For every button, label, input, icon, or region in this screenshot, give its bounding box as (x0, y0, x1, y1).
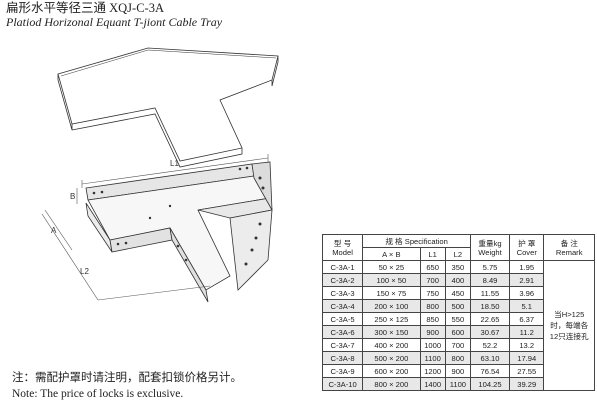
label-l1: L1 (170, 159, 179, 168)
cell-l1: 650 (419, 260, 446, 274)
cell-l2: 700 (444, 338, 472, 352)
cell-l2: 500 (444, 299, 472, 313)
cell-remark: 当H>125 时，每端各 12只连接孔 (543, 260, 595, 391)
cell-l2: 450 (444, 286, 472, 300)
cell-axb: 150 × 75 (362, 286, 421, 300)
col-header-l1: L1 (419, 247, 446, 261)
cell-weight: 52.2 (469, 338, 511, 352)
cell-model: C-3A-5 (321, 312, 364, 326)
col-header-axb: A × B (362, 247, 421, 261)
remark-line2: 时，每端各 (550, 321, 589, 330)
label-b: B (70, 192, 75, 201)
cell-cover: 13.2 (509, 338, 545, 352)
cell-weight: 18.50 (469, 299, 511, 313)
col-header-l2: L2 (444, 247, 472, 261)
page-title-en: Platiod Horizonal Equant T-jiont Cable T… (6, 15, 223, 29)
cell-cover: 6.37 (509, 312, 545, 326)
cell-model: C-3A-6 (321, 325, 364, 339)
cell-l2: 350 (444, 260, 472, 274)
cell-weight: 76.54 (469, 364, 511, 378)
cell-cover: 1.95 (509, 260, 545, 274)
cell-cover: 17.94 (509, 351, 545, 365)
cell-l2: 600 (444, 325, 472, 339)
label-a: A (51, 226, 57, 235)
cell-axb: 800 × 200 (362, 377, 421, 391)
dimension-a (44, 209, 73, 251)
specification-table: 型 号 Model 规 格 Specification 重量kg Weight … (321, 234, 595, 391)
cell-l2: 550 (444, 312, 472, 326)
cell-axb: 250 × 125 (362, 312, 421, 326)
cell-cover: 11.2 (509, 325, 545, 339)
cell-cover: 39.29 (509, 377, 545, 391)
note-cn: 注：需配护罩时请注明，配套扣锁价格另计。 (12, 372, 242, 384)
cell-l2: 900 (444, 364, 472, 378)
cell-axb: 200 × 100 (362, 299, 421, 313)
page-title-cn: 扁形水平等径三通 XQJ-C-3A (6, 1, 164, 15)
cell-weight: 8.49 (469, 273, 511, 287)
cell-weight: 22.65 (469, 312, 511, 326)
cell-model: C-3A-3 (321, 286, 364, 300)
cell-cover: 5.1 (509, 299, 545, 313)
tee-tray-drawing: L1 B A (41, 47, 279, 303)
cell-weight: 104.25 (469, 377, 511, 391)
cell-cover: 2.91 (509, 273, 545, 287)
table-header-row-2: A × B L1 L2 (323, 247, 595, 261)
cell-axb: 50 × 25 (362, 260, 421, 274)
col-header-remark: 备 注 Remark (543, 234, 595, 261)
cell-l1: 1000 (419, 338, 446, 352)
cell-weight: 11.55 (469, 286, 511, 300)
cell-model: C-3A-4 (321, 299, 364, 313)
cell-l1: 900 (419, 325, 446, 339)
cell-l1: 1100 (419, 351, 446, 365)
cell-l1: 750 (419, 286, 446, 300)
cell-model: C-3A-1 (321, 260, 364, 274)
cell-l2: 800 (444, 351, 472, 365)
cell-axb: 500 × 200 (362, 351, 421, 365)
cell-axb: 600 × 200 (362, 364, 421, 378)
remark-line3: 12只连接孔 (549, 332, 589, 341)
cell-cover: 3.96 (509, 286, 545, 300)
col-header-spec: 规 格 Specification (362, 234, 471, 248)
cell-weight: 63.10 (469, 351, 511, 365)
note-en: Note: The price of locks is exclusive. (12, 388, 184, 400)
label-l2: L2 (80, 267, 89, 276)
table-header-row-1: 型 号 Model 规 格 Specification 重量kg Weight … (321, 234, 595, 261)
col-header-weight: 重量kg Weight (469, 234, 511, 261)
cell-axb: 300 × 150 (362, 325, 421, 339)
cell-model: C-3A-8 (321, 351, 364, 365)
cell-model: C-3A-2 (321, 273, 364, 287)
dimension-l2 (41, 213, 211, 301)
cell-model: C-3A-7 (321, 338, 364, 352)
remark-line1: 当H>125 (554, 310, 585, 319)
dimension-l1 (81, 154, 269, 188)
cell-axb: 400 × 200 (362, 338, 421, 352)
cell-l2: 400 (444, 273, 472, 287)
cell-weight: 5.75 (469, 260, 511, 274)
cell-weight: 30.67 (469, 325, 511, 339)
cell-l1: 1200 (419, 364, 446, 378)
cell-cover: 27.55 (509, 364, 545, 378)
cell-axb: 100 × 50 (362, 273, 421, 287)
tray-base (85, 161, 273, 303)
cell-l1: 1400 (419, 377, 446, 391)
cell-l1: 850 (419, 312, 446, 326)
cell-l2: 1100 (444, 377, 472, 391)
col-header-model: 型 号 Model (321, 234, 364, 261)
col-header-cover: 护 罩 Cover (509, 234, 545, 261)
tray-cover (57, 47, 279, 168)
connection-holes (92, 166, 265, 266)
cell-l1: 800 (419, 299, 446, 313)
cell-l1: 700 (419, 273, 446, 287)
cell-model: C-3A-9 (321, 364, 364, 378)
cell-model: C-3A-10 (321, 377, 364, 391)
